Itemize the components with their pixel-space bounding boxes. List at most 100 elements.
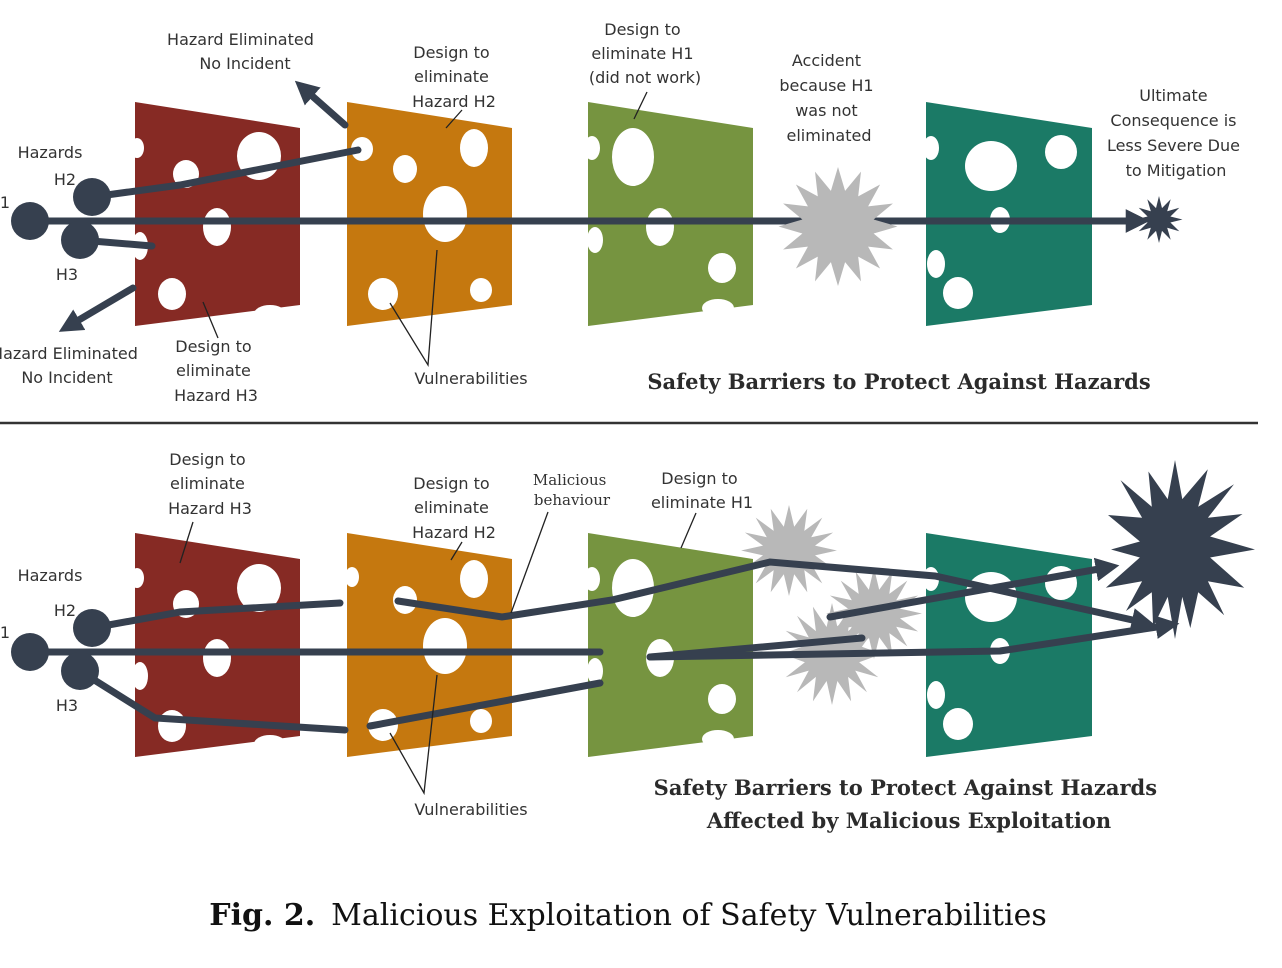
barrier-slice <box>588 102 753 326</box>
barrier-hole <box>612 128 654 186</box>
barrier-hole <box>587 658 603 684</box>
label-line: eliminate <box>170 474 245 493</box>
barrier-hole <box>237 564 281 612</box>
label-line: Ultimate <box>1139 86 1207 105</box>
label-line: eliminate H1 <box>591 44 693 63</box>
label-line: Hazard H3 <box>174 386 258 405</box>
barrier-hole <box>132 662 148 690</box>
barrier-hole <box>587 227 603 253</box>
top-barrier-h2-label: Design to eliminate Hazard H2 <box>412 43 496 111</box>
vulnerability-leader <box>389 674 438 796</box>
barrier-hole <box>702 730 734 748</box>
barrier-hole <box>351 137 373 161</box>
h2-malicious-path <box>394 558 1156 632</box>
label-line: Hazard H2 <box>412 523 496 542</box>
label-line: No Incident <box>21 368 112 387</box>
bottom-vulnerabilities-label: Vulnerabilities <box>414 800 527 819</box>
barrier-hole <box>460 129 488 167</box>
bottom-panel: Hazards H2 H1 H3 Design to eliminate Haz… <box>0 450 1255 833</box>
label-line: because H1 <box>779 76 873 95</box>
consequence-burst <box>1135 196 1183 243</box>
bottom-barrier-mitigation <box>923 533 1092 757</box>
h1-path-attack <box>646 615 1180 661</box>
h3-hazard-node <box>61 221 99 259</box>
label-line: was not <box>795 101 858 120</box>
leader-line <box>202 301 219 339</box>
barrier-hole <box>470 278 492 302</box>
bottom-barrier-h1 <box>584 533 753 757</box>
h1-hazard-node <box>11 633 49 671</box>
barrier-hole <box>708 253 736 283</box>
label-line: eliminate <box>176 361 251 380</box>
bottom-heading: Safety Barriers to Protect Against Hazar… <box>654 775 1165 833</box>
malicious-behaviour-label: Malicious behaviour <box>533 471 611 509</box>
label-line: Design to <box>661 469 737 488</box>
leader-line <box>510 511 549 614</box>
label-line: Less Severe Due <box>1107 136 1240 155</box>
h3-path <box>76 667 349 734</box>
h3-malicious-path <box>366 679 604 730</box>
leader-line <box>450 541 463 561</box>
label-line: Design to <box>413 474 489 493</box>
label-line: Hazard H2 <box>412 92 496 111</box>
label-line: Consequence is <box>1110 111 1236 130</box>
leader-line <box>179 521 194 564</box>
h2-path <box>88 599 344 632</box>
leader-line <box>633 91 648 120</box>
label-line: No Incident <box>199 54 290 73</box>
h2-hazard-node <box>73 178 111 216</box>
accident-burst <box>778 167 898 286</box>
label-line: eliminate <box>414 498 489 517</box>
leader-line <box>680 512 697 549</box>
top-eliminated-down-label: Hazard Eliminated No Incident <box>0 344 143 387</box>
figure-caption: Fig. 2. Malicious Exploitation of Safety… <box>209 898 1046 933</box>
heading-line: Safety Barriers to Protect Against Hazar… <box>654 775 1157 800</box>
top-barrier-h1-label: Design to eliminate H1 (did not work) <box>589 20 701 87</box>
bottom-hazards-label: Hazards <box>18 566 83 585</box>
barrier-hole <box>927 681 945 709</box>
barrier-hole <box>254 305 286 323</box>
label-line: eliminated <box>787 126 872 145</box>
barrier-hole <box>130 568 144 588</box>
caption-text: Malicious Exploitation of Safety Vulnera… <box>331 898 1047 933</box>
top-barrier-h3-label: Design to eliminate Hazard H3 <box>174 337 258 405</box>
bottom-hazard-paths <box>26 557 1180 734</box>
top-eliminated-up-label: Hazard Eliminated No Incident <box>167 30 319 73</box>
label-line: eliminate H1 <box>651 493 753 512</box>
top-hazards-label: Hazards <box>18 143 83 162</box>
label-line: Malicious <box>533 471 606 489</box>
top-h1-label: H1 <box>0 193 10 212</box>
h2-path <box>88 146 362 201</box>
barrier-hole <box>423 186 467 242</box>
label-line: behaviour <box>534 491 611 509</box>
bottom-h3-label: H3 <box>56 696 78 715</box>
barrier-hole <box>702 299 734 317</box>
leader-line <box>445 109 463 129</box>
barrier-hole <box>203 639 231 677</box>
top-barrier-mitigation <box>923 102 1092 326</box>
label-line: to Mitigation <box>1126 161 1227 180</box>
barrier-hole <box>368 278 398 310</box>
h2-hazard-node <box>73 609 111 647</box>
top-consequence-label: Ultimate Consequence is Less Severe Due … <box>1107 86 1245 180</box>
barrier-hole <box>646 208 674 246</box>
label-line: Hazard Eliminated <box>0 344 138 363</box>
caption-prefix: Fig. 2. <box>209 898 315 933</box>
top-accident-label: Accident because H1 was not eliminated <box>779 51 878 145</box>
barrier-slice <box>588 533 753 757</box>
bottom-barrier-h2-label: Design to eliminate Hazard H2 <box>412 474 496 542</box>
bottom-barrier-h2 <box>345 533 512 757</box>
label-line: eliminate <box>414 67 489 86</box>
label-line: Design to <box>169 450 245 469</box>
barrier-hole <box>460 560 488 598</box>
barrier-hole <box>943 708 973 740</box>
barrier-hole <box>584 567 600 591</box>
top-barrier-h3 <box>130 102 300 326</box>
barrier-hole <box>584 136 600 160</box>
barrier-hole <box>708 684 736 714</box>
label-line: Design to <box>413 43 489 62</box>
label-line: Hazard Eliminated <box>167 30 314 49</box>
top-panel: Hazards H2 H1 H3 Hazard Eliminated No In… <box>0 20 1245 405</box>
bottom-h2-label: H2 <box>54 601 76 620</box>
